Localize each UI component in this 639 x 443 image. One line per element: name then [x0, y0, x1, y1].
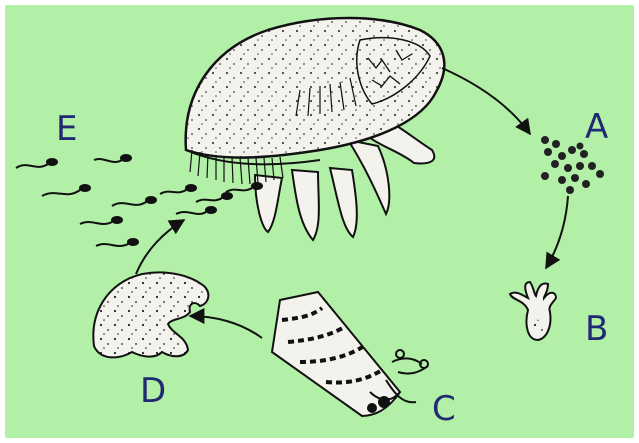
label-e: E [56, 109, 77, 149]
label-a: A [585, 107, 608, 147]
label-b: B [585, 309, 608, 349]
label-d: D [140, 371, 166, 411]
label-c: C [432, 389, 456, 429]
